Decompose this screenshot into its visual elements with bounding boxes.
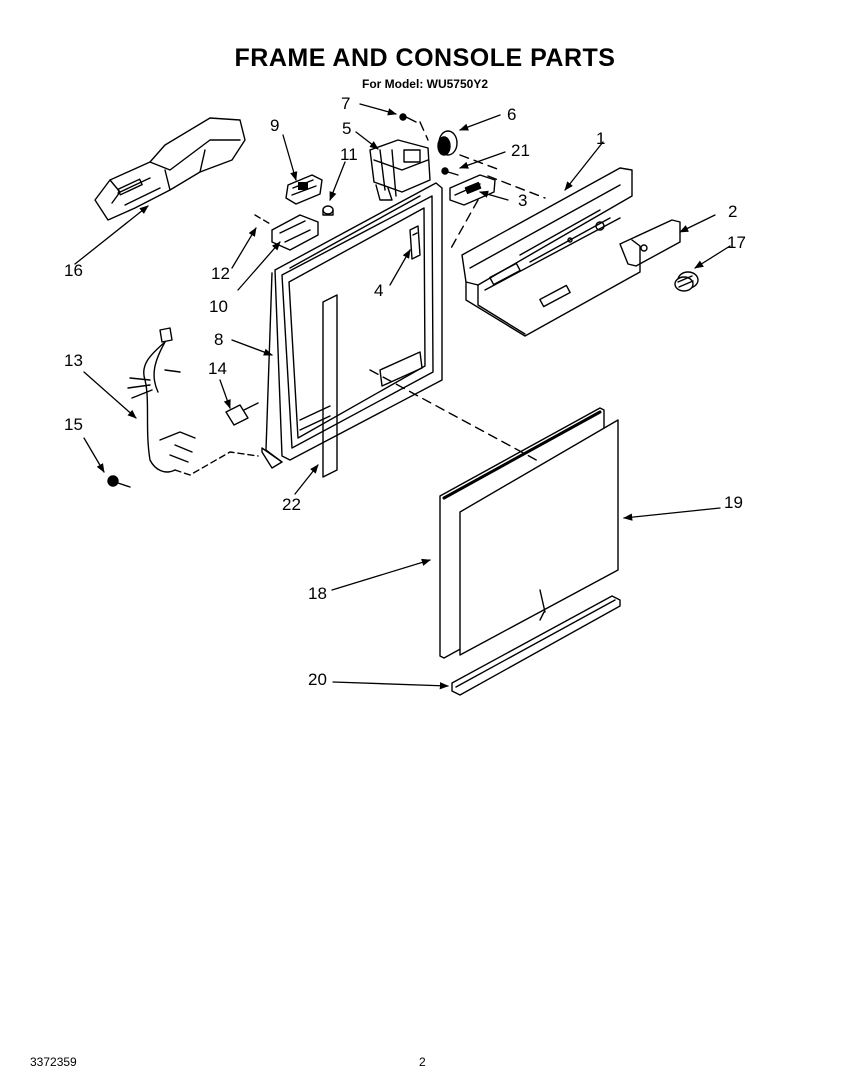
callout-10: 10 xyxy=(209,297,228,316)
part-16-housing xyxy=(94,117,246,221)
part-20-trim xyxy=(451,595,621,696)
part-15-screw xyxy=(107,475,131,488)
callout-3: 3 xyxy=(518,191,528,210)
callout-8: 8 xyxy=(214,330,224,349)
part-11-knob xyxy=(322,205,334,216)
callout-9: 9 xyxy=(270,116,280,135)
model-subtitle: For Model: WU5750Y2 xyxy=(361,77,489,91)
callout-4: 4 xyxy=(374,281,384,300)
part-2-overlay xyxy=(619,219,681,267)
part-21-screw xyxy=(441,167,459,176)
page-title: FRAME AND CONSOLE PARTS xyxy=(234,44,616,72)
callout-5: 5 xyxy=(342,119,352,138)
part-3-switch xyxy=(449,174,496,206)
callout-20: 20 xyxy=(308,670,327,689)
callout-17: 17 xyxy=(727,233,746,252)
part-9-switch xyxy=(285,174,323,205)
callout-7: 7 xyxy=(341,94,351,113)
callout-15: 15 xyxy=(64,415,83,434)
leader-arrows xyxy=(74,103,731,690)
callout-2: 2 xyxy=(728,202,738,221)
callout-16: 16 xyxy=(64,261,83,280)
assembly-lines xyxy=(369,121,546,463)
callout-22: 22 xyxy=(282,495,301,514)
callout-14: 14 xyxy=(208,359,227,378)
part-22-strip xyxy=(322,294,338,478)
part-10-bracket xyxy=(254,214,319,251)
part-13-harness xyxy=(127,327,259,476)
callout-18: 18 xyxy=(308,584,327,603)
part-17-knob xyxy=(674,271,699,292)
part-7-screw xyxy=(399,113,417,123)
part-1-console xyxy=(461,167,641,337)
callout-12: 12 xyxy=(211,264,230,283)
part-4-latch xyxy=(409,225,421,260)
callout-11: 11 xyxy=(340,145,358,164)
part-5-timer xyxy=(369,139,431,201)
callout-1: 1 xyxy=(596,129,606,148)
callout-21: 21 xyxy=(511,141,530,160)
part-6-knob xyxy=(437,130,458,156)
part-8-door-frame xyxy=(261,182,443,469)
part-19-door-panel xyxy=(459,419,619,656)
page-number: 2 xyxy=(419,1055,426,1069)
callout-6: 6 xyxy=(507,105,517,124)
callout-13: 13 xyxy=(64,351,83,370)
document-number: 3372359 xyxy=(30,1055,77,1069)
callout-19: 19 xyxy=(724,493,743,512)
part-14-connector xyxy=(225,402,259,426)
